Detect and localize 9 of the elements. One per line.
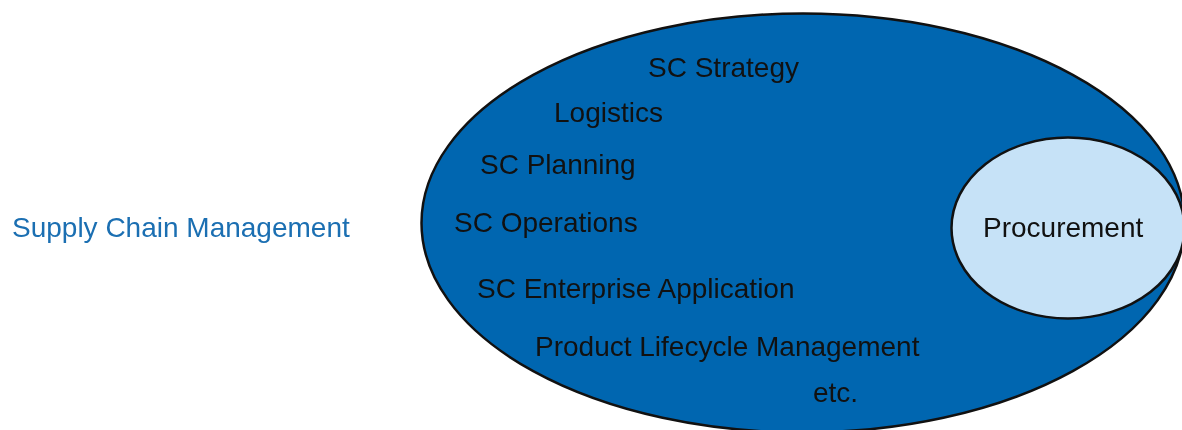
set-item: Logistics	[554, 97, 663, 129]
set-item: SC Enterprise Application	[477, 273, 795, 305]
set-item: Product Lifecycle Management	[535, 331, 920, 363]
set-item: etc.	[813, 377, 859, 409]
set-item: SC Operations	[454, 207, 638, 239]
set-item: SC Strategy	[648, 52, 799, 84]
set-label: Procurement	[983, 212, 1144, 244]
set-label: Supply Chain Management	[12, 212, 350, 244]
set-item: SC Planning	[480, 149, 636, 181]
